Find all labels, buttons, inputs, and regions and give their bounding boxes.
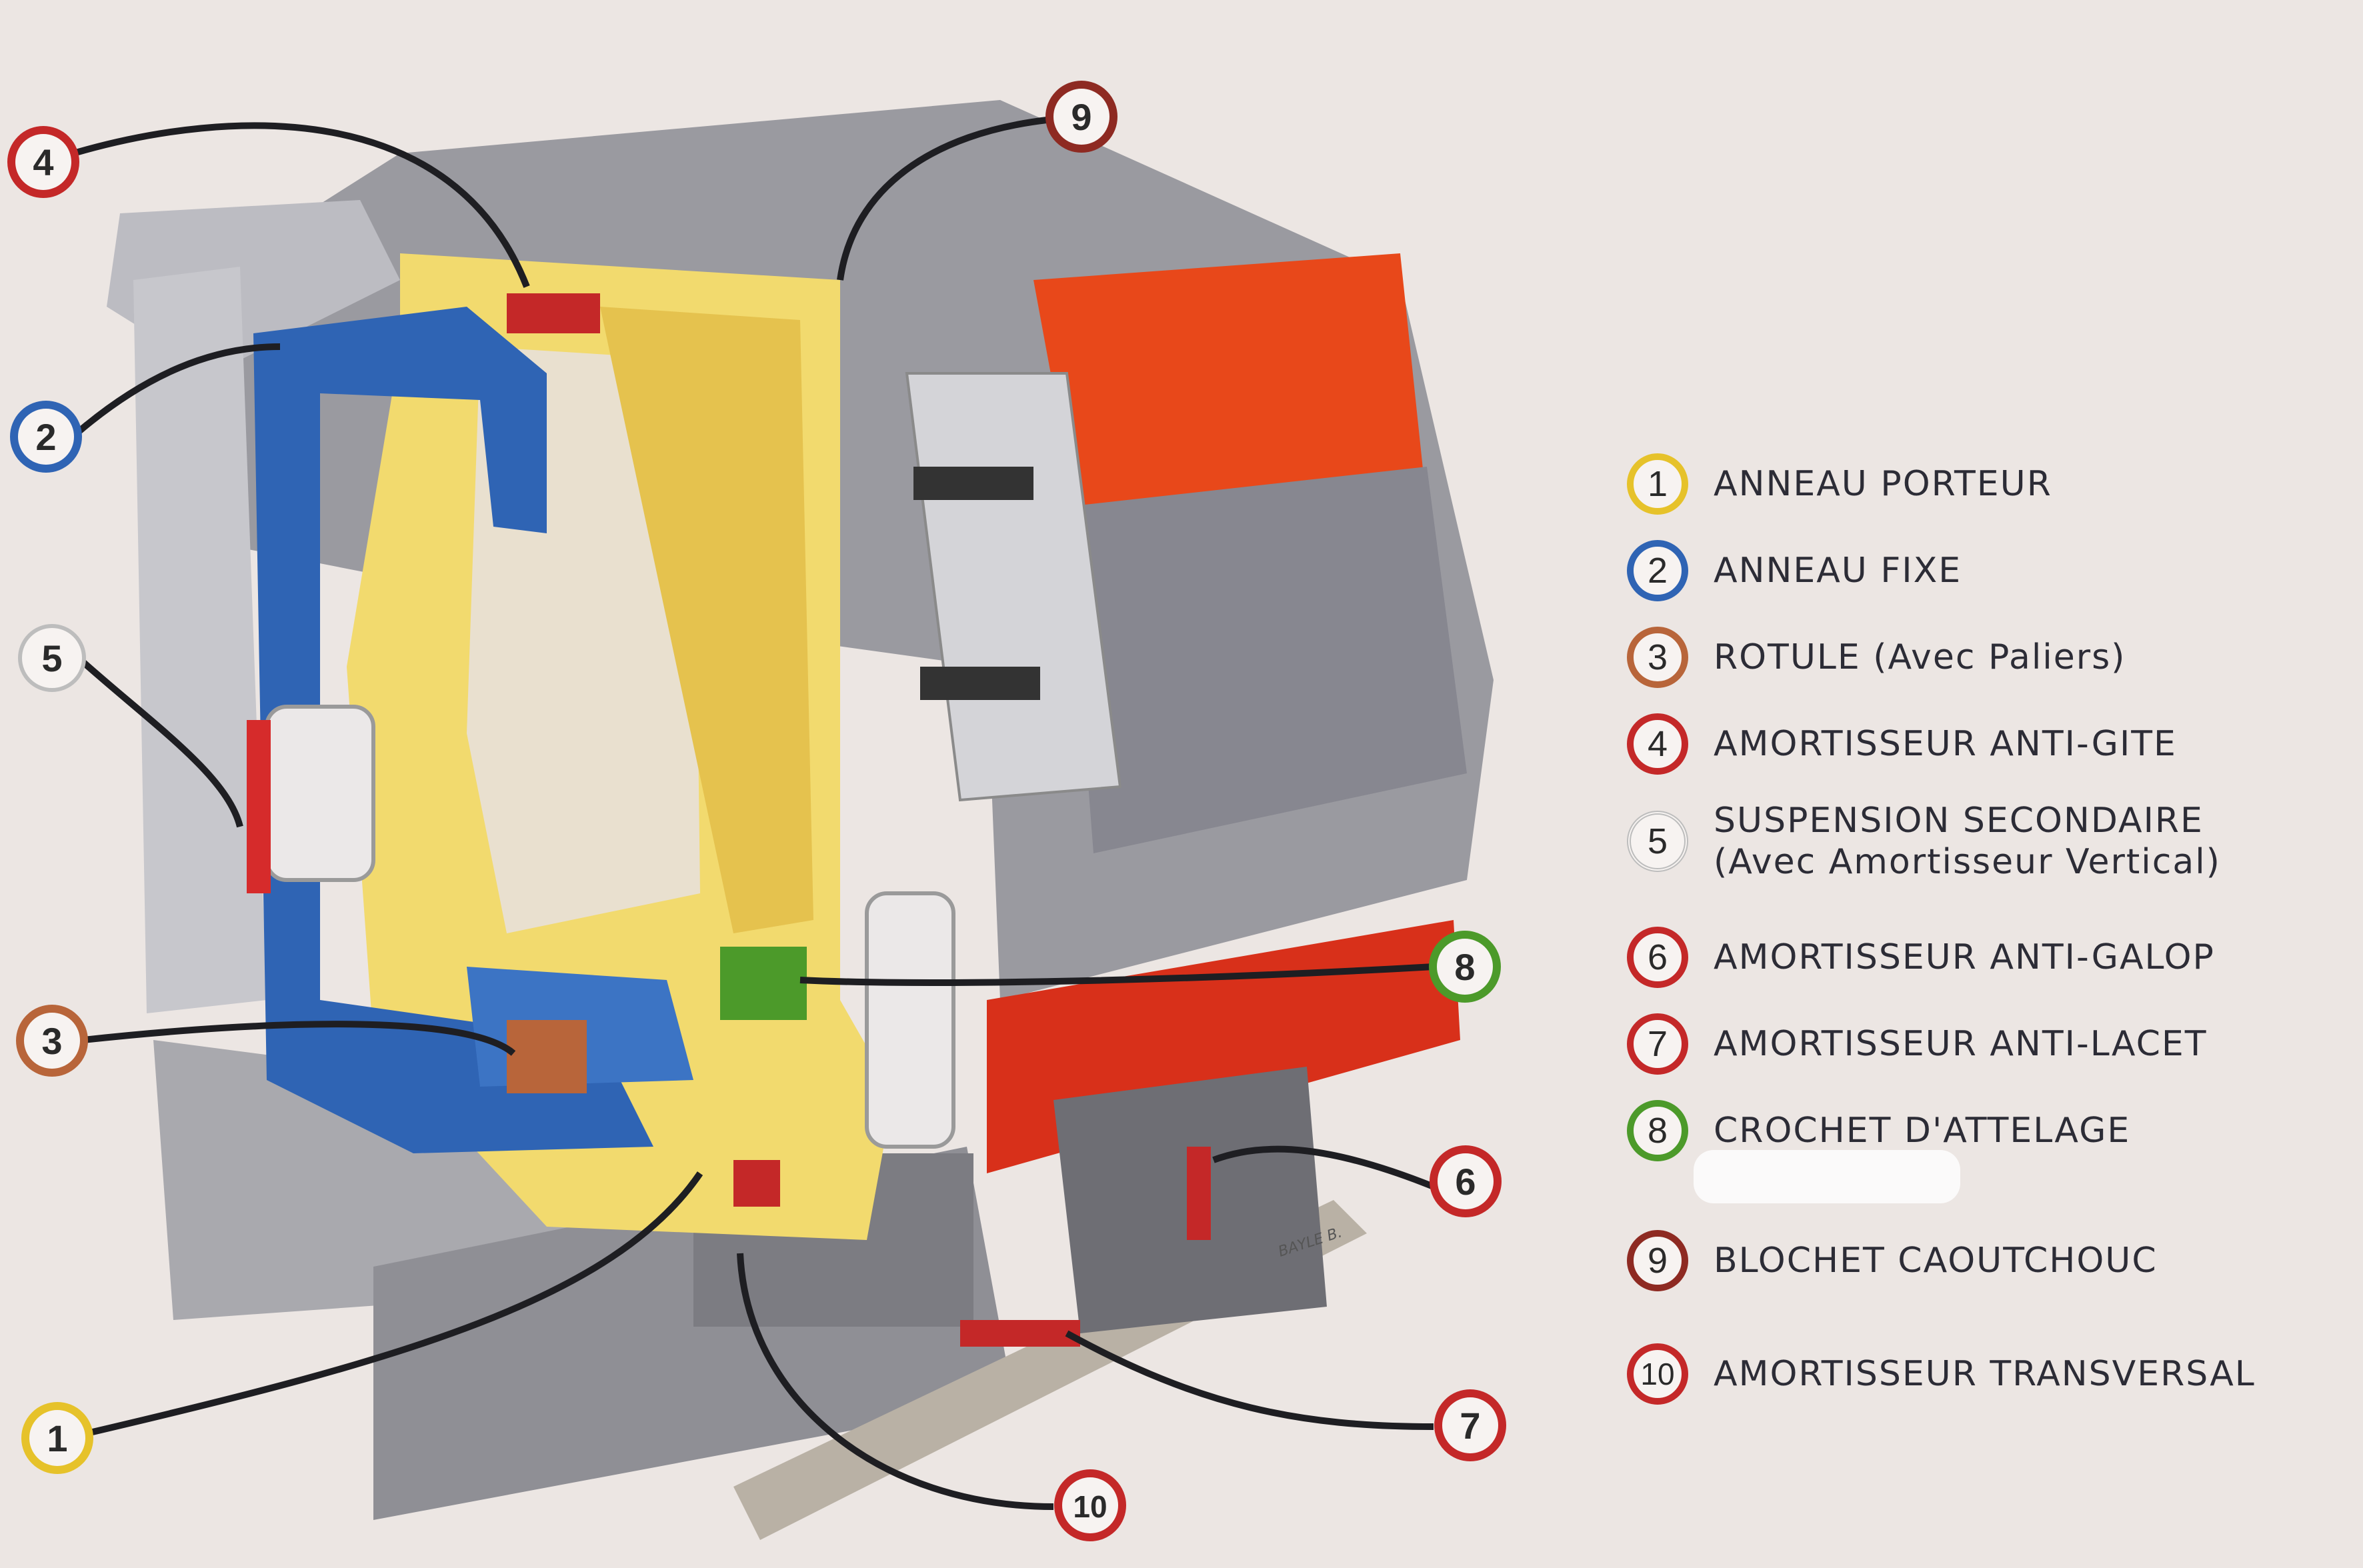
svg-text:5: 5 bbox=[41, 637, 62, 679]
legend-badge: 5 bbox=[1627, 811, 1688, 872]
legend-item-9: 9 BLOCHET CAOUTCHOUC bbox=[1627, 1230, 2158, 1291]
legend-badge: 7 bbox=[1627, 1013, 1688, 1075]
legend-label: AMORTISSEUR ANTI-GALOP bbox=[1714, 937, 2215, 977]
legend-item-4: 4 AMORTISSEUR ANTI-GITE bbox=[1627, 713, 2177, 775]
callout-2: 2 bbox=[10, 401, 82, 473]
legend-item-2: 2 ANNEAU FIXE bbox=[1627, 540, 1962, 601]
svg-text:10: 10 bbox=[1073, 1489, 1107, 1524]
svg-text:6: 6 bbox=[1455, 1161, 1476, 1203]
callout-8: 8 bbox=[1429, 931, 1501, 1003]
callout-lines bbox=[71, 117, 1435, 1510]
legend-badge: 2 bbox=[1627, 540, 1688, 601]
svg-text:4: 4 bbox=[33, 141, 53, 183]
legend-badge: 3 bbox=[1627, 627, 1688, 688]
connector-box bbox=[905, 372, 1122, 802]
callout-7: 7 bbox=[1434, 1389, 1506, 1461]
legend-label: AMORTISSEUR ANTI-GITE bbox=[1714, 724, 2177, 764]
legend-label: BLOCHET CAOUTCHOUC bbox=[1714, 1241, 2158, 1281]
white-patch bbox=[1694, 1150, 1960, 1203]
callout-10: 10 bbox=[1054, 1469, 1126, 1541]
legend-label: CROCHET D'ATTELAGE bbox=[1714, 1111, 2131, 1151]
callout-5: 5 bbox=[18, 624, 86, 692]
svg-text:8: 8 bbox=[1454, 946, 1475, 988]
legend-badge: 1 bbox=[1627, 453, 1688, 515]
legend-badge: 9 bbox=[1627, 1230, 1688, 1291]
callout-3: 3 bbox=[16, 1005, 88, 1077]
callout-6: 6 bbox=[1430, 1145, 1502, 1217]
legend-label: ANNEAU FIXE bbox=[1714, 551, 1962, 591]
legend-item-8: 8 CROCHET D'ATTELAGE bbox=[1627, 1100, 2130, 1161]
legend-item-3: 3 ROTULE (Avec Paliers) bbox=[1627, 627, 2126, 688]
legend-badge: 8 bbox=[1627, 1100, 1688, 1161]
legend-label-line: SUSPENSION SECONDAIRE bbox=[1714, 801, 2204, 841]
legend-badge: 4 bbox=[1627, 713, 1688, 775]
legend-label: AMORTISSEUR ANTI-LACET bbox=[1714, 1024, 2208, 1064]
svg-text:3: 3 bbox=[41, 1020, 62, 1062]
callout-9: 9 bbox=[1045, 81, 1117, 153]
legend-item-6: 6 AMORTISSEUR ANTI-GALOP bbox=[1627, 927, 2215, 988]
legend-label: AMORTISSEUR TRANSVERSAL bbox=[1714, 1354, 2256, 1394]
callout-1: 1 bbox=[21, 1402, 93, 1474]
legend-item-1: 1 ANNEAU PORTEUR bbox=[1627, 453, 2052, 515]
svg-text:2: 2 bbox=[35, 416, 56, 458]
legend-item-10: 10 AMORTISSEUR TRANSVERSAL bbox=[1627, 1343, 2256, 1405]
springs bbox=[247, 293, 955, 1207]
legend-item-5: 5 SUSPENSION SECONDAIRE (Avec Amortisseu… bbox=[1627, 800, 2221, 883]
svg-text:9: 9 bbox=[1071, 96, 1091, 138]
legend: 1 ANNEAU PORTEUR 2 ANNEAU FIXE 3 ROTULE … bbox=[1627, 453, 2334, 1440]
legend-badge: 6 bbox=[1627, 927, 1688, 988]
callout-4: 4 bbox=[7, 126, 79, 198]
legend-badge: 10 bbox=[1627, 1343, 1688, 1405]
legend-label: ANNEAU PORTEUR bbox=[1714, 464, 2052, 504]
legend-item-7: 7 AMORTISSEUR ANTI-LACET bbox=[1627, 1013, 2208, 1075]
svg-text:1: 1 bbox=[47, 1417, 67, 1459]
legend-sublabel: (Avec Amortisseur Vertical) bbox=[1714, 842, 2221, 882]
legend-label: ROTULE (Avec Paliers) bbox=[1714, 637, 2126, 677]
svg-text:7: 7 bbox=[1460, 1405, 1480, 1447]
legend-label: SUSPENSION SECONDAIRE (Avec Amortisseur … bbox=[1714, 800, 2221, 883]
